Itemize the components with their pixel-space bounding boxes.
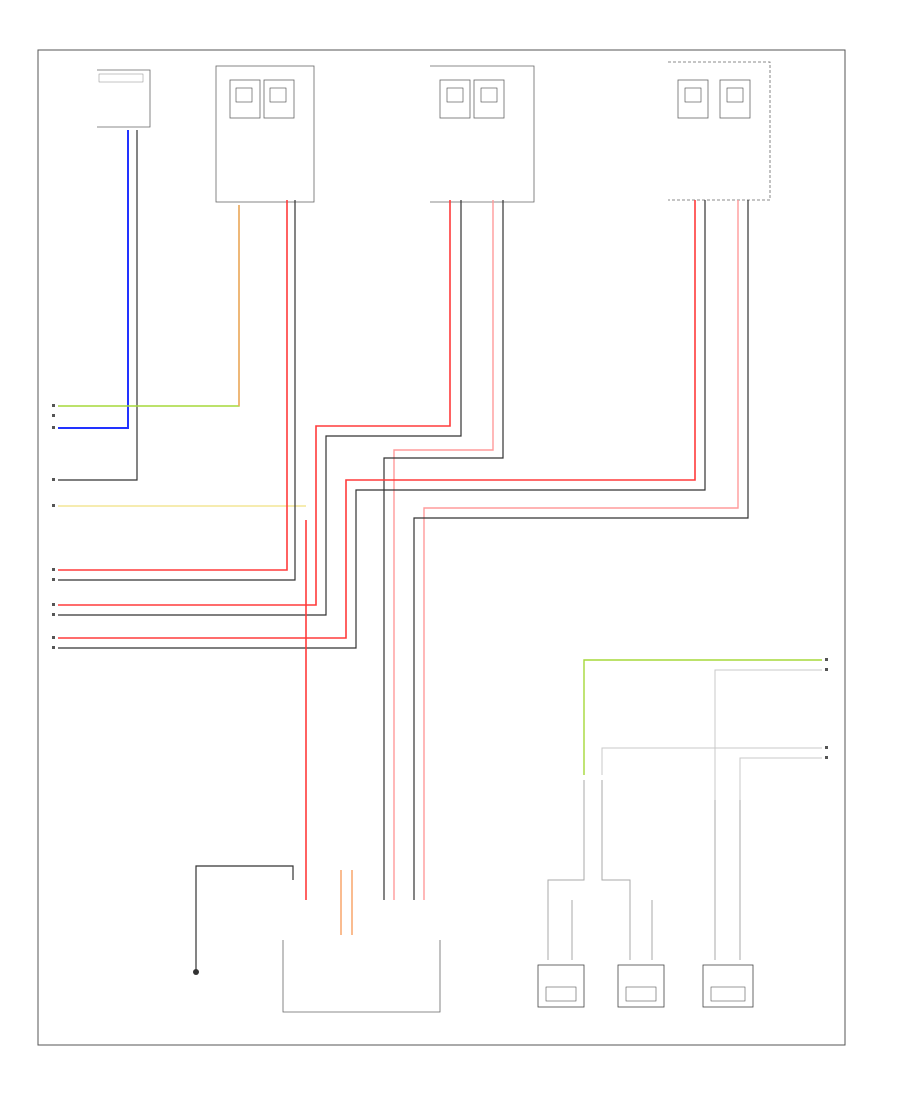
woofer-icon <box>480 87 498 103</box>
wire-black <box>58 200 462 616</box>
wire-yellow-green <box>58 205 240 407</box>
wire-black <box>58 130 138 481</box>
woofer-icon <box>726 87 744 103</box>
wire-ground <box>195 865 294 970</box>
wire-black <box>413 200 749 900</box>
tweeter-icon <box>235 87 253 103</box>
wiring <box>58 130 822 970</box>
tweeter-icon <box>446 87 464 103</box>
amplifier <box>282 940 441 1013</box>
wire-white <box>739 757 822 800</box>
wire-gray <box>601 780 631 960</box>
wire-pink <box>393 200 494 900</box>
subwoofer <box>702 964 754 1008</box>
wire-white <box>714 669 822 800</box>
wire-red <box>58 200 696 639</box>
tweeter-icon <box>684 87 702 103</box>
wire-white <box>601 747 822 775</box>
wire-gray <box>547 780 585 960</box>
wire-black <box>383 200 504 900</box>
diagram-frame <box>37 49 846 1046</box>
rear-speaker-assembly <box>668 61 771 201</box>
ground-point <box>193 969 199 975</box>
wire-pink <box>423 200 739 900</box>
woofer-icon <box>269 87 287 103</box>
right-rear-speaker <box>617 964 665 1008</box>
wire-yellow-green <box>583 659 822 775</box>
front-left-speaker-assembly <box>215 65 315 203</box>
connector-ticks <box>52 404 828 759</box>
wire-blue <box>58 130 129 429</box>
front-center-speaker-assembly <box>430 65 535 203</box>
top-left-module <box>97 69 151 128</box>
wire-red <box>58 200 288 571</box>
wire-red <box>58 200 451 606</box>
left-rear-speaker <box>537 964 585 1008</box>
wire-black <box>58 200 706 649</box>
wire-black <box>58 200 296 581</box>
